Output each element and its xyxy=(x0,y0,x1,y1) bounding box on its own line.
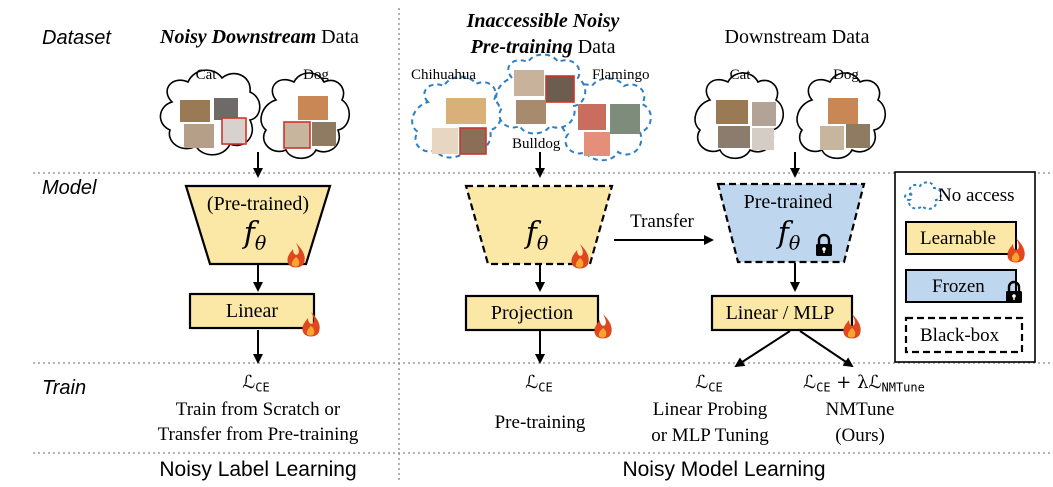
middle-loss: ℒCE xyxy=(525,372,553,395)
left-cat-photos xyxy=(180,98,247,148)
left-head-box xyxy=(188,292,316,330)
left-f-theta: fθ xyxy=(243,216,267,255)
left-encoder-trapezoid xyxy=(184,184,332,266)
arrow-right-head-to-lp xyxy=(734,330,791,368)
learnable-swatch xyxy=(905,221,1017,255)
middle-chihuahua-photos xyxy=(432,98,487,155)
right-cat-label: Cat xyxy=(729,67,751,83)
section-noisy-label-learning: Noisy Label Learning xyxy=(159,458,357,481)
middle-f-theta: fθ xyxy=(525,216,549,255)
section-noisy-model-learning: Noisy Model Learning xyxy=(622,458,826,481)
right-dog-label: Dog xyxy=(833,67,859,83)
middle-head-label: Projection xyxy=(490,302,574,324)
middle-chihuahua-label: Chihuahua xyxy=(411,67,476,83)
middle-head-box xyxy=(464,294,600,332)
middle-bulldog-label: Bulldog xyxy=(512,136,561,152)
no-access-swatch xyxy=(904,181,942,210)
left-dog-photos xyxy=(283,96,336,149)
right-nmtune-line1: NMTune xyxy=(825,399,895,420)
left-train-line1: Train from Scratch or xyxy=(175,399,341,420)
right-probe-line1: Linear Probing xyxy=(652,399,768,420)
row-label-dataset: Dataset xyxy=(42,27,111,49)
right-head-box xyxy=(710,294,854,332)
right-encoder-label: Pre-trained xyxy=(743,191,833,213)
legend-no-access: No access xyxy=(938,185,1015,206)
frozen-swatch xyxy=(905,269,1017,303)
blackbox-swatch xyxy=(904,316,1024,354)
left-encoder-label: (Pre-trained) xyxy=(206,193,310,215)
right-probe-line2: or MLP Tuning xyxy=(651,425,769,446)
left-train-line2: Transfer from Pre-training xyxy=(157,424,359,445)
row-label-train: Train xyxy=(42,377,87,399)
middle-data-title-line2: Pre-training Data xyxy=(470,36,616,58)
middle-flamingo-photos xyxy=(578,104,640,156)
right-dog-photos xyxy=(820,98,870,150)
left-loss: ℒCE xyxy=(242,372,270,395)
right-nmtune-line2: (Ours) xyxy=(835,425,885,446)
middle-flamingo-label: Flamingo xyxy=(592,67,650,83)
middle-train-line1: Pre-training xyxy=(494,412,586,433)
right-loss-lp: ℒCE xyxy=(695,372,723,395)
right-head-label: Linear / MLP xyxy=(725,302,835,324)
middle-data-title-line1: Inaccessible Noisy xyxy=(466,10,620,32)
grid-separators xyxy=(33,8,1050,482)
row-label-model: Model xyxy=(42,177,97,199)
right-cat-photos xyxy=(716,100,776,150)
transfer-label: Transfer xyxy=(630,211,694,232)
left-head-label: Linear xyxy=(225,300,279,322)
legend-blackbox: Black-box xyxy=(920,325,1000,346)
right-f-theta: fθ xyxy=(777,216,801,255)
left-data-title: Noisy Downstream Data xyxy=(160,26,359,48)
arrow-right-head-to-nmtune xyxy=(799,330,854,368)
left-dog-label: Dog xyxy=(303,67,329,83)
middle-bulldog-photos xyxy=(514,70,575,124)
right-data-title: Downstream Data xyxy=(724,26,870,48)
legend-learnable: Learnable xyxy=(920,228,996,249)
right-loss-nmtune: ℒCE + λℒNMTune xyxy=(803,372,925,395)
middle-encoder-trapezoid xyxy=(464,184,614,266)
legend-frozen: Frozen xyxy=(932,276,985,297)
left-cat-label: Cat xyxy=(195,67,217,83)
right-encoder-trapezoid xyxy=(716,182,866,264)
